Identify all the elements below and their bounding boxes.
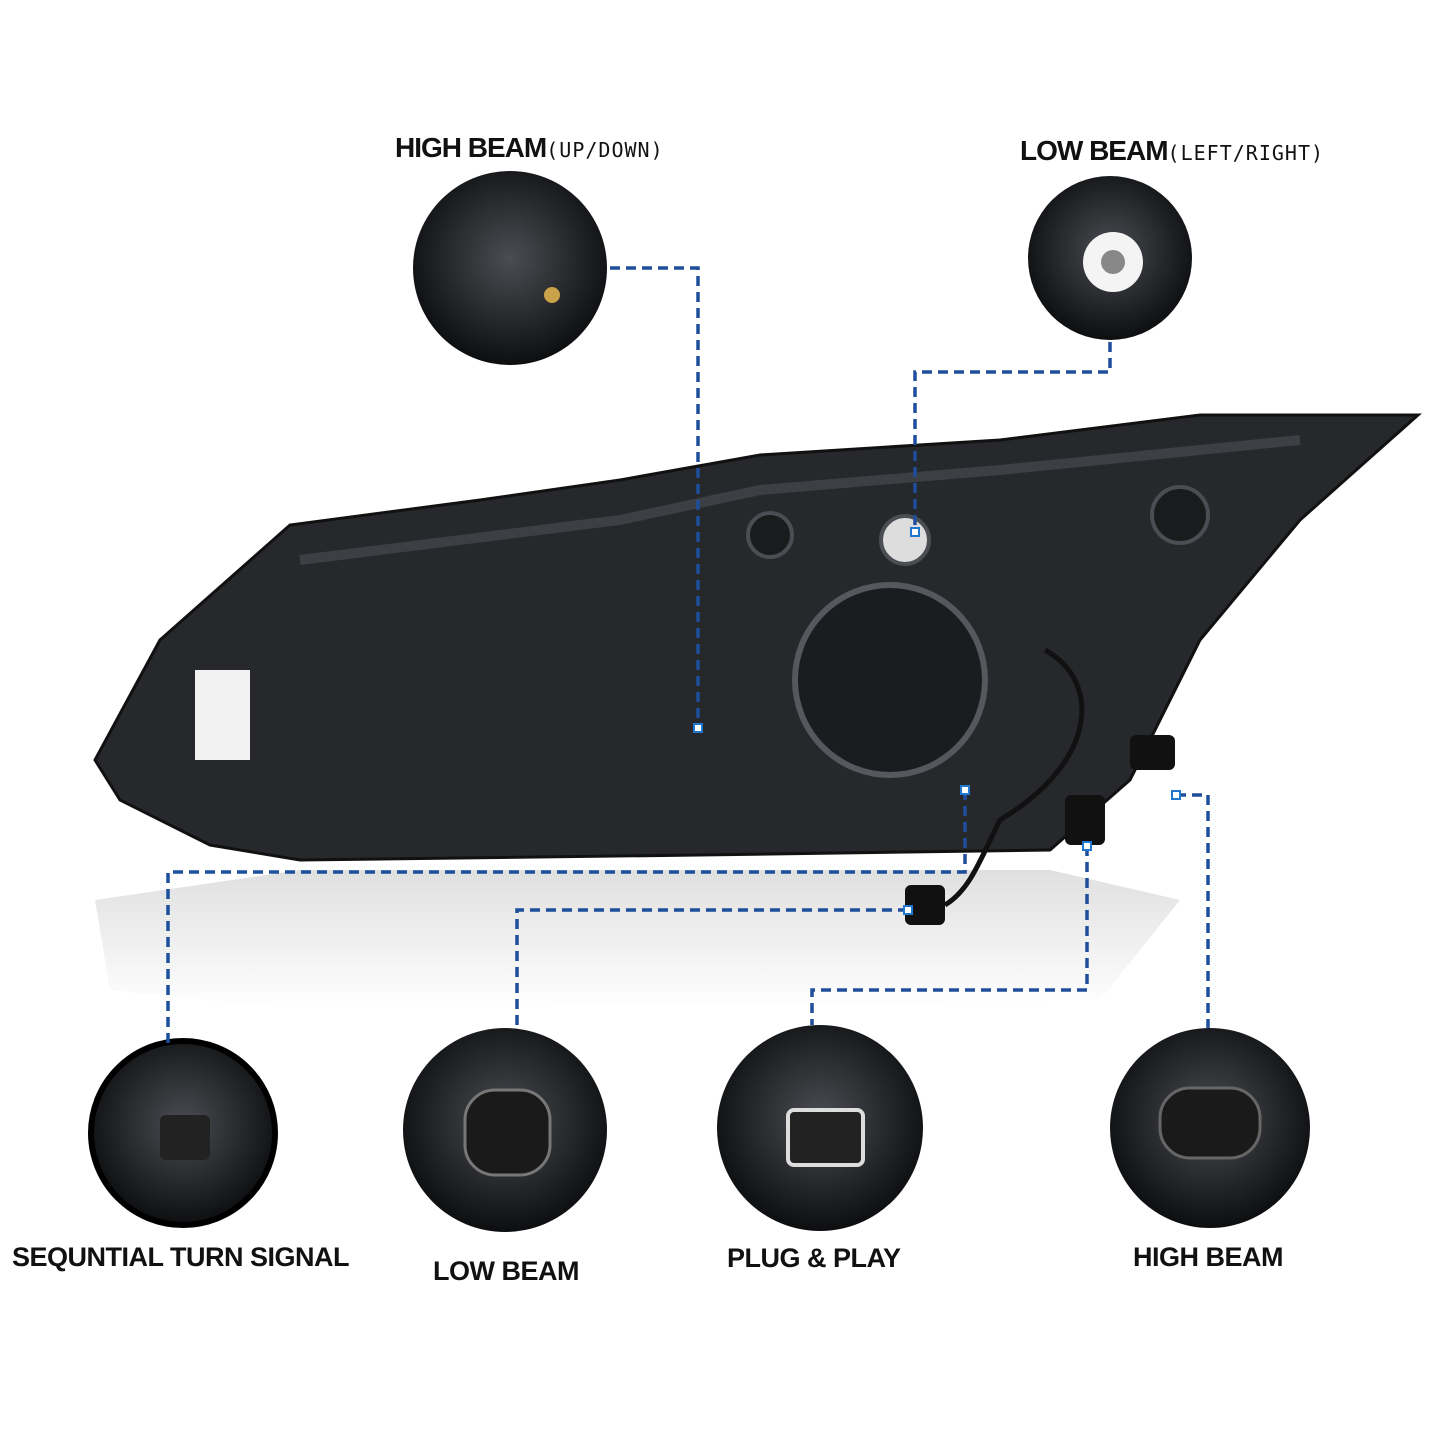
callout-high-beam	[1176, 793, 1210, 1028]
wire	[943, 647, 1085, 908]
connector	[1065, 795, 1105, 845]
callout-marker	[693, 723, 703, 733]
callout-marker	[1171, 790, 1181, 800]
low-beam-adjuster	[879, 514, 931, 566]
connector	[1158, 1086, 1262, 1160]
label-high-beam-up-down: HIGH BEAM(UP/DOWN)	[395, 132, 664, 164]
connector	[160, 1115, 210, 1160]
callout-low-beam	[515, 908, 908, 1028]
label-main: LOW BEAM	[1020, 135, 1169, 166]
connector	[463, 1088, 552, 1177]
headlight-housing	[93, 413, 1422, 862]
label-plug-play: PLUG & PLAY	[727, 1243, 901, 1273]
callout-marker	[960, 785, 970, 795]
label-sub: (LEFT/RIGHT)	[1167, 141, 1325, 165]
detail-high-beam-adjuster	[413, 171, 607, 365]
label-main: HIGH BEAM	[395, 132, 547, 163]
label-low-beam: LOW BEAM	[433, 1256, 579, 1286]
connector	[786, 1108, 865, 1167]
label-sub: (UP/DOWN)	[546, 138, 664, 162]
callout-low-beam-top	[913, 342, 1112, 532]
label-high-beam: HIGH BEAM	[1133, 1242, 1284, 1272]
bulb-socket	[746, 511, 794, 559]
bulb-socket	[1150, 485, 1210, 545]
callout-marker	[910, 527, 920, 537]
housing-ridge	[299, 435, 1301, 565]
connector	[905, 885, 945, 925]
lens-cover	[792, 582, 988, 778]
callout-marker	[1082, 841, 1092, 851]
label-turn-signal: SEQUNTIAL TURN SIGNAL	[12, 1242, 350, 1272]
adjuster-screw	[1101, 250, 1125, 274]
connector	[1130, 735, 1175, 770]
callout-plug-play	[810, 846, 1089, 1025]
callout-markers	[693, 527, 1181, 915]
callout-lines	[166, 266, 1210, 1045]
callout-high-beam-top	[610, 266, 700, 728]
adjuster-screw	[544, 287, 560, 303]
label-low-beam-left-right: LOW BEAM(LEFT/RIGHT)	[1020, 135, 1324, 167]
callout-marker	[903, 905, 913, 915]
sticker	[195, 670, 250, 760]
callout-turn-signal	[166, 790, 967, 1045]
